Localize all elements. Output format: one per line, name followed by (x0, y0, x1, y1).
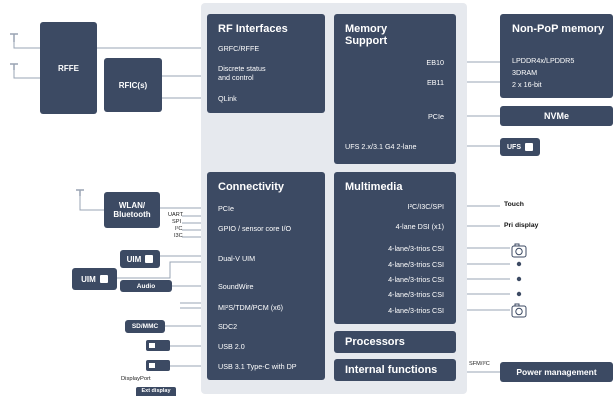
power-label: Power management (516, 366, 597, 377)
non-pop-memory-block: Non-PoP memory LPDDR4x/LPDDR5 3DRAM 2 x … (500, 14, 613, 98)
wlan-antenna-wire (79, 196, 104, 211)
internal-functions-block: Internal functions (334, 359, 456, 381)
mm-item-csi-4: 4-lane/3-trios CSI (388, 290, 444, 299)
touch-label: Touch (504, 201, 524, 208)
memory-support-title: Memory Support (345, 23, 388, 47)
non-pop-title: Non-PoP memory (512, 23, 605, 35)
connectivity-block: Connectivity PCIe GPIO / sensor core I/O… (207, 172, 325, 380)
bus-label-spi: SPI (172, 219, 182, 225)
usb-c-plug-icon (146, 360, 170, 371)
rf-item-discrete: Discrete status and control (218, 64, 266, 82)
uim-block-left: UIM (72, 268, 117, 290)
conn-item-pcie: PCIe (218, 204, 234, 213)
wlan-label: WLAN/ Bluetooth (113, 201, 151, 219)
uim-top-label: UIM (126, 254, 142, 264)
uim-block-top: UIM (120, 250, 160, 268)
rf-interfaces-block: RF Interfaces GRFC/RFFE Discrete status … (207, 14, 325, 113)
rf-interfaces-title: RF Interfaces (218, 23, 288, 35)
internal-functions-title: Internal functions (345, 364, 438, 376)
mm-item-csi-5: 4-lane/3-trios CSI (388, 306, 444, 315)
memory-item-ufs: UFS 2.x/3.1 G4 2-lane (345, 142, 417, 151)
ext-display-label: Ext display (141, 388, 171, 394)
usb-plug-icon (146, 340, 170, 351)
multimedia-title: Multimedia (345, 181, 403, 193)
antenna-icon (76, 189, 84, 196)
antenna-icon (10, 33, 18, 42)
pri-display-label: Pri display (504, 222, 539, 229)
non-pop-line-3: 2 x 16-bit (512, 80, 542, 89)
uim-left-label: UIM (81, 274, 96, 284)
mm-item-dsi: 4-lane DSI (x1) (395, 222, 444, 231)
non-pop-line-1: LPDDR4x/LPDDR5 (512, 56, 575, 65)
sdmmc-block: SD/MMC (125, 320, 165, 333)
dot-icon (516, 276, 522, 282)
rffe-block: RFFE (40, 22, 97, 114)
conn-item-soundwire: SoundWire (218, 282, 254, 291)
mm-item-csi-1: 4-lane/3-trios CSI (388, 244, 444, 253)
audio-label: Audio (136, 282, 156, 290)
nvme-label: NVMe (543, 110, 569, 121)
mm-item-csi-2: 4-lane/3-trios CSI (388, 260, 444, 269)
conn-item-usb2: USB 2.0 (218, 342, 245, 351)
ufs-block: UFS (500, 138, 540, 156)
antenna-wire-2 (13, 70, 40, 79)
sim-card-icon (99, 275, 108, 283)
bus-label-i2c: I²C (175, 226, 183, 232)
rf-item-qlink: QLink (218, 94, 237, 103)
rfic-block: RFIC(s) (104, 58, 162, 112)
memory-support-block: Memory Support EB10 EB11 PCIe UFS 2.x/3.… (334, 14, 456, 164)
memory-item-pcie: PCIe (428, 112, 444, 121)
conn-item-mi2s: MI²S/TDM/PCM (x6) (218, 303, 284, 312)
sfm-label: SFM/I²C (469, 361, 490, 367)
connectivity-title: Connectivity (218, 181, 285, 193)
ufs-label: UFS (507, 143, 521, 151)
camera-icon (511, 303, 527, 318)
audio-block: Audio (120, 280, 172, 292)
mm-item-i2c: I²C/I3C/SPI (407, 202, 444, 211)
bus-label-uart: UART (168, 212, 184, 218)
wlan-bluetooth-block: WLAN/ Bluetooth (104, 192, 160, 228)
conn-item-sdc2: SDC2 (218, 322, 238, 331)
conn-item-gpio: GPIO / sensor core I/O (218, 224, 292, 233)
memory-item-eb11: EB11 (426, 78, 444, 87)
camera-icon (511, 243, 527, 258)
storage-card-icon (525, 143, 533, 151)
camera-array (511, 243, 527, 318)
rfic-label: RFIC(s) (118, 80, 148, 90)
dot-icon (516, 261, 522, 267)
antenna-wire-1 (13, 42, 40, 49)
memory-item-eb10: EB10 (426, 58, 444, 67)
bus-label-i3c: I3C (174, 233, 183, 239)
processors-block: Processors (334, 331, 456, 353)
rf-item-grfc: GRFC/RFFE (218, 44, 260, 53)
rffe-label: RFFE (58, 63, 79, 73)
antenna-icon (10, 63, 18, 70)
uim2-link (117, 261, 206, 279)
non-pop-line-2: 3DRAM (512, 68, 538, 77)
conn-item-usb3: USB 3.1 Type-C with DP (218, 362, 297, 371)
displayport-label: DisplayPort (121, 376, 151, 382)
sim-card-icon (145, 255, 154, 263)
sdmmc-label: SD/MMC (131, 323, 159, 330)
power-management-block: Power management (500, 362, 613, 382)
mm-item-csi-3: 4-lane/3-trios CSI (388, 275, 444, 284)
processors-title: Processors (345, 336, 405, 348)
multimedia-block: Multimedia I²C/I3C/SPI 4-lane DSI (x1) 4… (334, 172, 456, 324)
nvme-block: NVMe (500, 106, 613, 126)
conn-item-uim: Dual-V UIM (218, 254, 256, 263)
dot-icon (516, 291, 522, 297)
ext-display-block: Ext display (136, 387, 176, 396)
